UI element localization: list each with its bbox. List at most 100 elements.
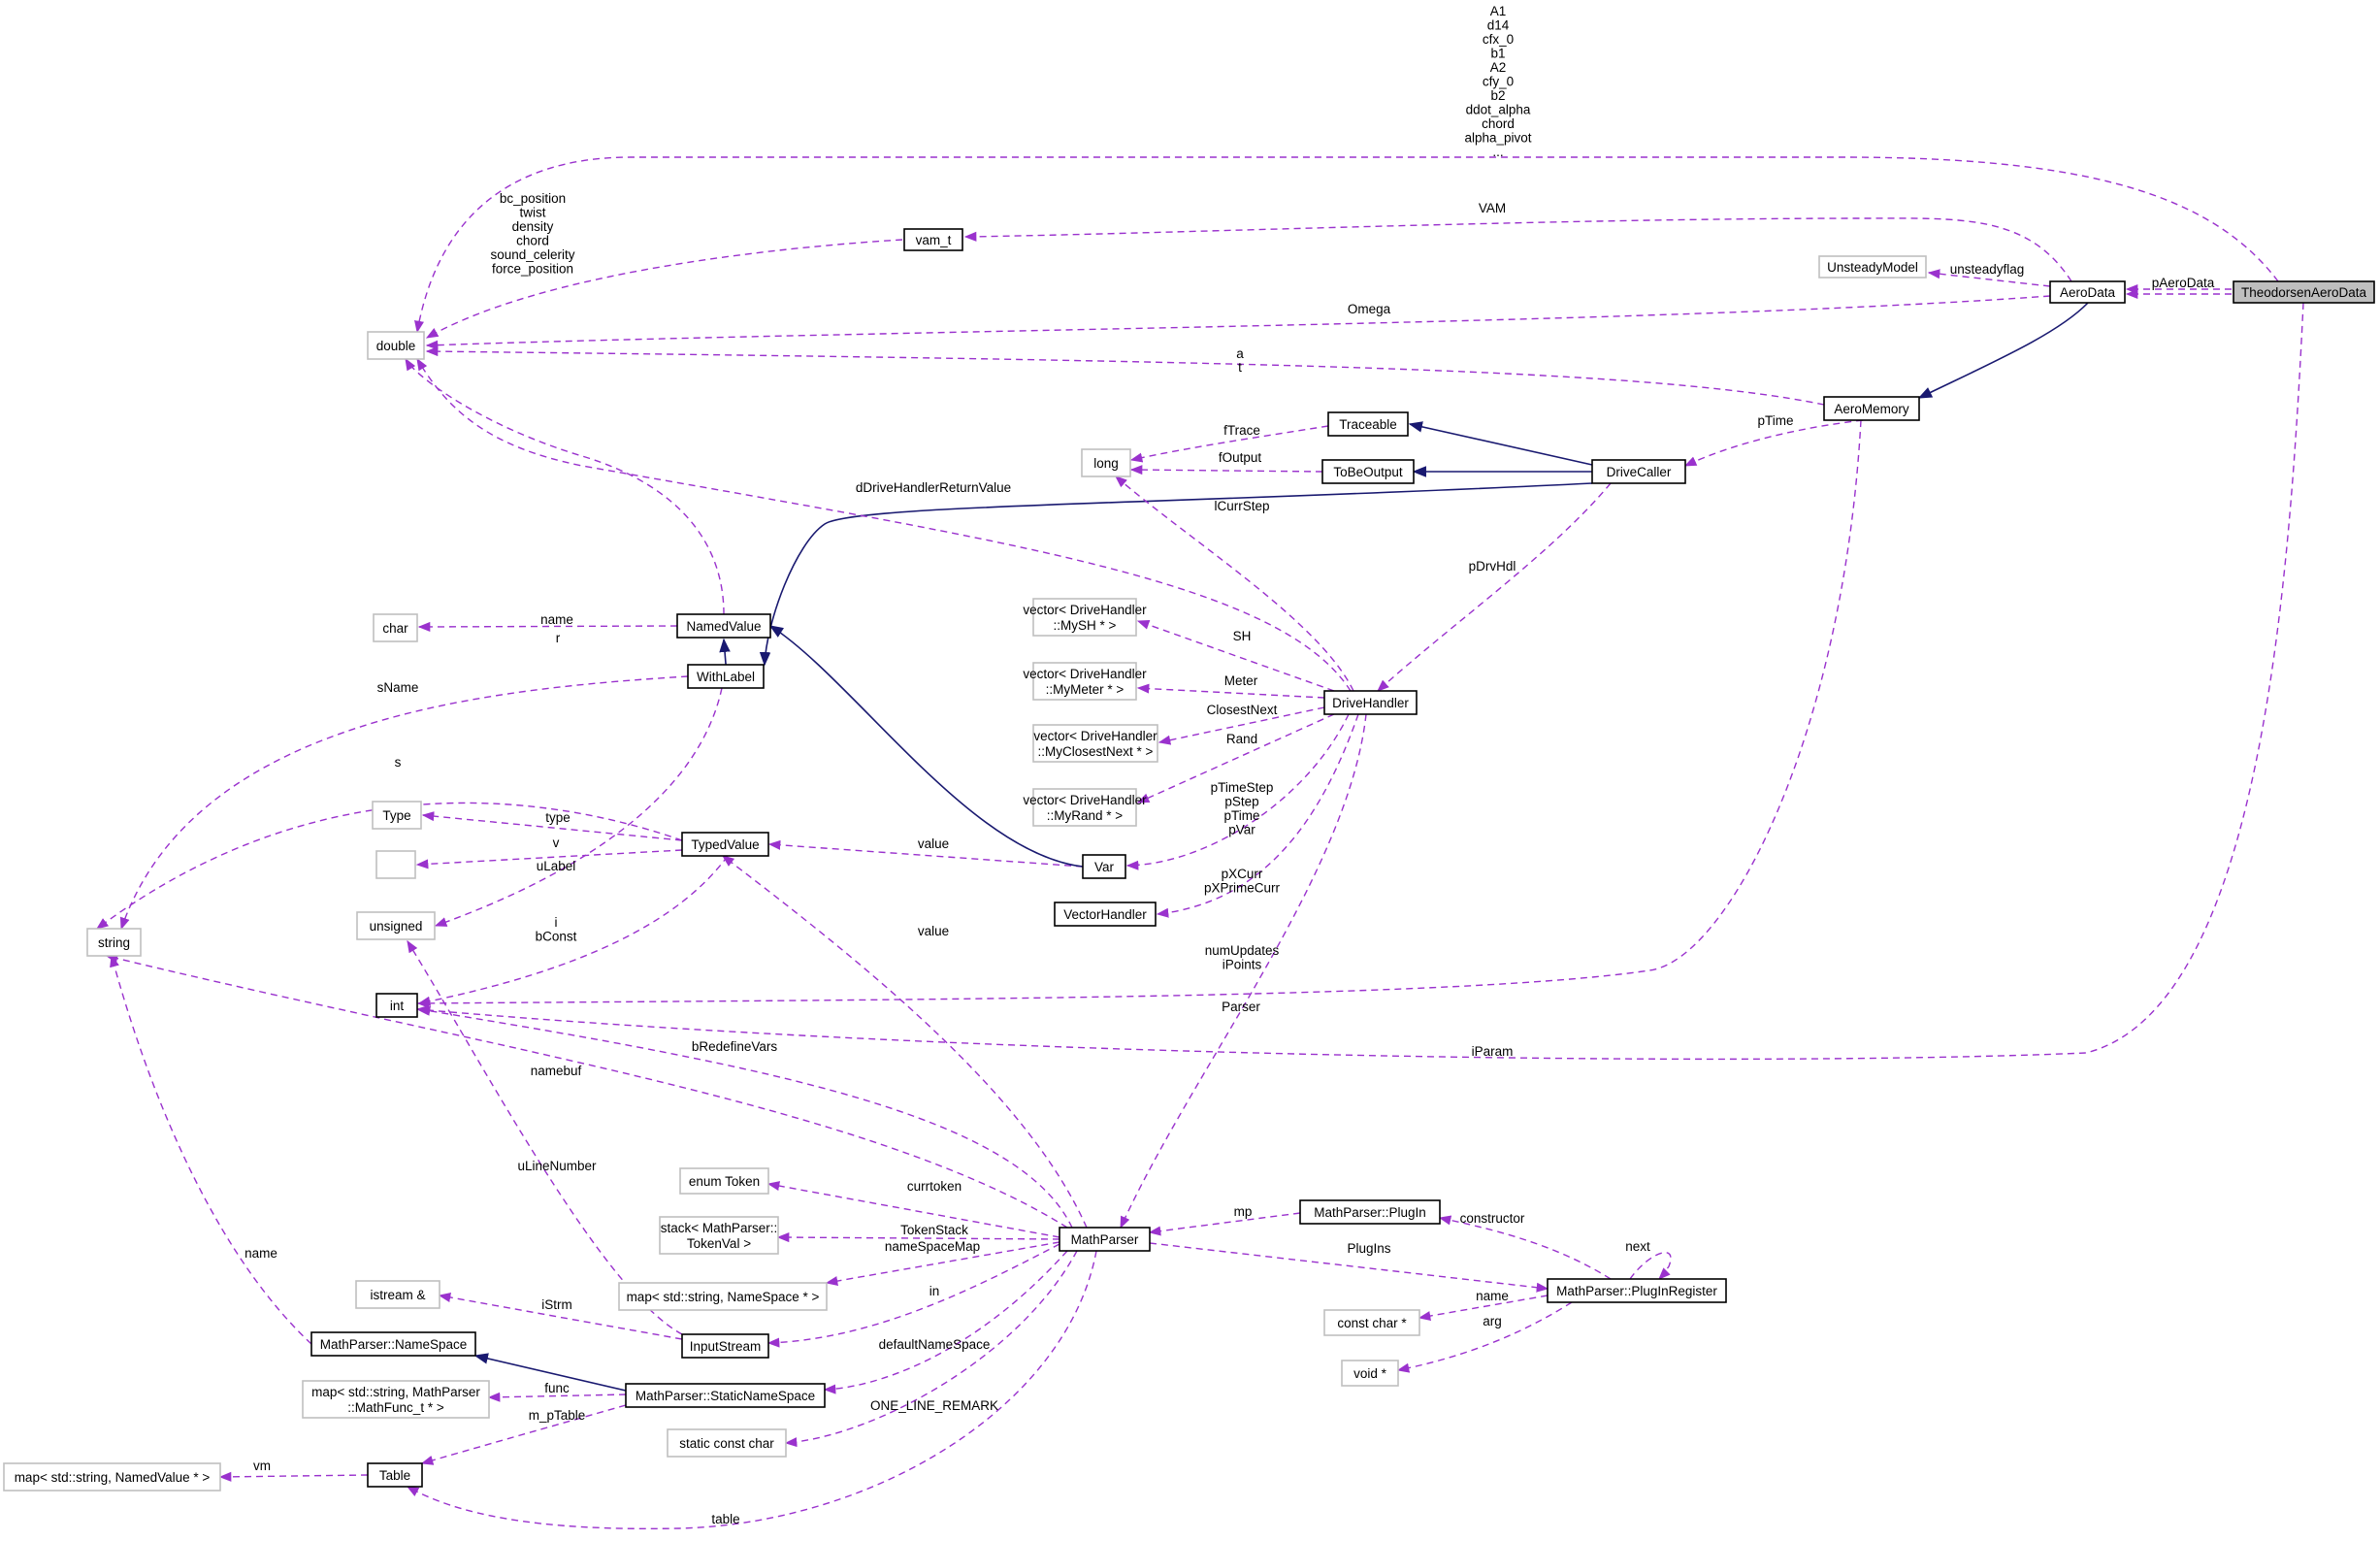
class-node-vectorhandler[interactable]: VectorHandler [1054,902,1157,927]
edge-label-text: sound_celerity [490,247,574,262]
class-node-drivehandler[interactable]: DriveHandler [1323,690,1418,715]
edge-label-text: value [918,924,949,938]
edge-label-text: value [918,836,949,851]
class-node-int[interactable]: int [375,993,418,1018]
class-node-staticns[interactable]: MathParser::StaticNameSpace [625,1383,826,1408]
class-node-typedvalue[interactable]: TypedValue [681,832,769,857]
edge-label-text: SH [1233,629,1252,643]
class-node-long: long [1081,448,1131,477]
class-node-inputstream[interactable]: InputStream [681,1333,769,1359]
edge-label-text: t [1238,360,1242,375]
node-label: ::MyMeter * > [1046,682,1125,697]
inheritance-edge-49 [473,1353,627,1392]
usage-edge-15 [416,357,1352,692]
edge-label-mptable: m_pTable [529,1408,586,1423]
class-node-mapnamedvalue: map< std::string, NamedValue * > [3,1462,221,1492]
node-label: istream & [370,1288,425,1302]
usage-edge-27 [1156,713,1359,918]
usage-edge-25 [1136,713,1335,803]
class-node-drivecaller[interactable]: DriveCaller [1591,459,1686,484]
node-label: ::MyClosestNext * > [1038,744,1154,759]
edge-label-ftrace: fTrace [1223,423,1260,438]
edge-label-text: A2 [1490,60,1507,75]
edge-label-a-t: at [1236,346,1244,375]
edge-label-text: a [1236,346,1244,361]
class-node-plugin[interactable]: MathParser::PlugIn [1299,1199,1441,1225]
edge-label-text: pTime [1757,413,1793,428]
edge-label-table: table [711,1512,739,1526]
edge-label-text: name [540,612,573,627]
class-node-aeromemory[interactable]: AeroMemory [1823,396,1920,421]
usage-edge-35 [417,855,729,1006]
class-node-stack: stack< MathParser::TokenVal > [659,1216,779,1255]
edge-label-text: in [929,1284,940,1298]
usage-edge-41 [407,939,683,1335]
edge-label-bredefine: bRedefineVars [692,1039,778,1054]
edge-label-text: dDriveHandlerReturnValue [856,480,1011,495]
edge-label-text: mp [1234,1204,1253,1219]
node-label: ToBeOutput [1333,465,1403,479]
edge-label-text: bConst [536,930,577,944]
class-node-table[interactable]: Table [367,1462,423,1488]
edge-label-text: lCurrStep [1214,499,1269,513]
class-node-vec-myrand: vector< DriveHandler::MyRand * > [1023,788,1147,827]
usage-edge-12 [1129,425,1329,463]
edge-label-name-pr: name [1476,1289,1509,1303]
usage-edge-48 [823,1250,1068,1394]
edge-label-text: b2 [1490,88,1505,103]
edge-label-text: VAM [1479,201,1506,215]
usage-edge-54 [406,1250,1097,1530]
edge-label-onelineremark: ONE_LINE_REMARK [870,1398,998,1413]
usage-edge-56 [1149,1242,1549,1293]
edge-label-r: r [556,631,561,645]
edge-label-text: currtoken [907,1179,962,1194]
edge-label-text: TokenStack [900,1223,968,1237]
edge-label-theo-double: A1d14cfx_0b1A2cfy_0b2ddot_alphachordalph… [1464,4,1531,159]
class-node-blank [375,850,416,879]
edge-label-iparam: iParam [1472,1044,1514,1059]
edge-label-text: ... [1492,145,1503,159]
edge-label-closestnext: ClosestNext [1207,703,1278,717]
class-node-withlabel[interactable]: WithLabel [687,664,765,689]
usage-edge-26 [1125,713,1350,870]
class-node-traceable[interactable]: Traceable [1327,411,1409,437]
node-label: double [376,339,416,353]
node-label: char [382,621,408,636]
node-label: Traceable [1339,417,1397,432]
edge-label-text: iStrm [541,1297,572,1312]
edge-label-tokenstack: TokenStack [900,1223,968,1237]
edge-label-text: pDrvHdl [1469,559,1516,574]
edge-label-istrm: iStrm [541,1297,572,1312]
edge-label-text: type [545,810,571,825]
node-label: VectorHandler [1063,907,1147,922]
class-node-mapmathfunc: map< std::string, MathParser::MathFunc_t… [302,1380,490,1419]
edge-label-sh: SH [1233,629,1252,643]
usage-edge-18 [417,621,678,632]
node-label: vector< DriveHandler [1023,667,1147,681]
class-node-ns[interactable]: MathParser::NameSpace [310,1331,476,1357]
edge-label-text: Parser [1222,1000,1260,1014]
class-node-vam-t[interactable]: vam_t [903,228,963,251]
node-label: MathParser::StaticNameSpace [636,1389,815,1403]
edge-label-text: arg [1483,1314,1502,1328]
class-node-aerodata[interactable]: AeroData [2049,280,2126,304]
usage-edge-32 [421,811,683,841]
class-node-var[interactable]: Var [1082,854,1126,879]
usage-edge-57 [1438,1215,1612,1280]
usage-edge-42 [110,954,312,1345]
edge-label-text: pXPrimeCurr [1204,881,1281,896]
node-label: Var [1094,860,1115,874]
class-node-theodorsen[interactable]: TheodorsenAeroData [2233,280,2375,304]
usage-edge-29 [767,839,1084,868]
edge-label-ulabel: uLabel [537,859,576,873]
class-node-mathparser[interactable]: MathParser [1059,1227,1151,1252]
node-label: stack< MathParser:: [661,1221,777,1235]
class-node-vec-mysh: vector< DriveHandler::MySH * > [1023,598,1147,637]
usage-edge-38 [721,855,1088,1229]
class-node-namedvalue[interactable]: NamedValue [676,613,771,639]
class-node-tobeoutput[interactable]: ToBeOutput [1321,459,1415,484]
class-node-pluginregister[interactable]: MathParser::PlugInRegister [1547,1278,1727,1303]
node-label: void * [1353,1366,1387,1381]
edge-label-namespacemap: nameSpaceMap [885,1239,980,1254]
